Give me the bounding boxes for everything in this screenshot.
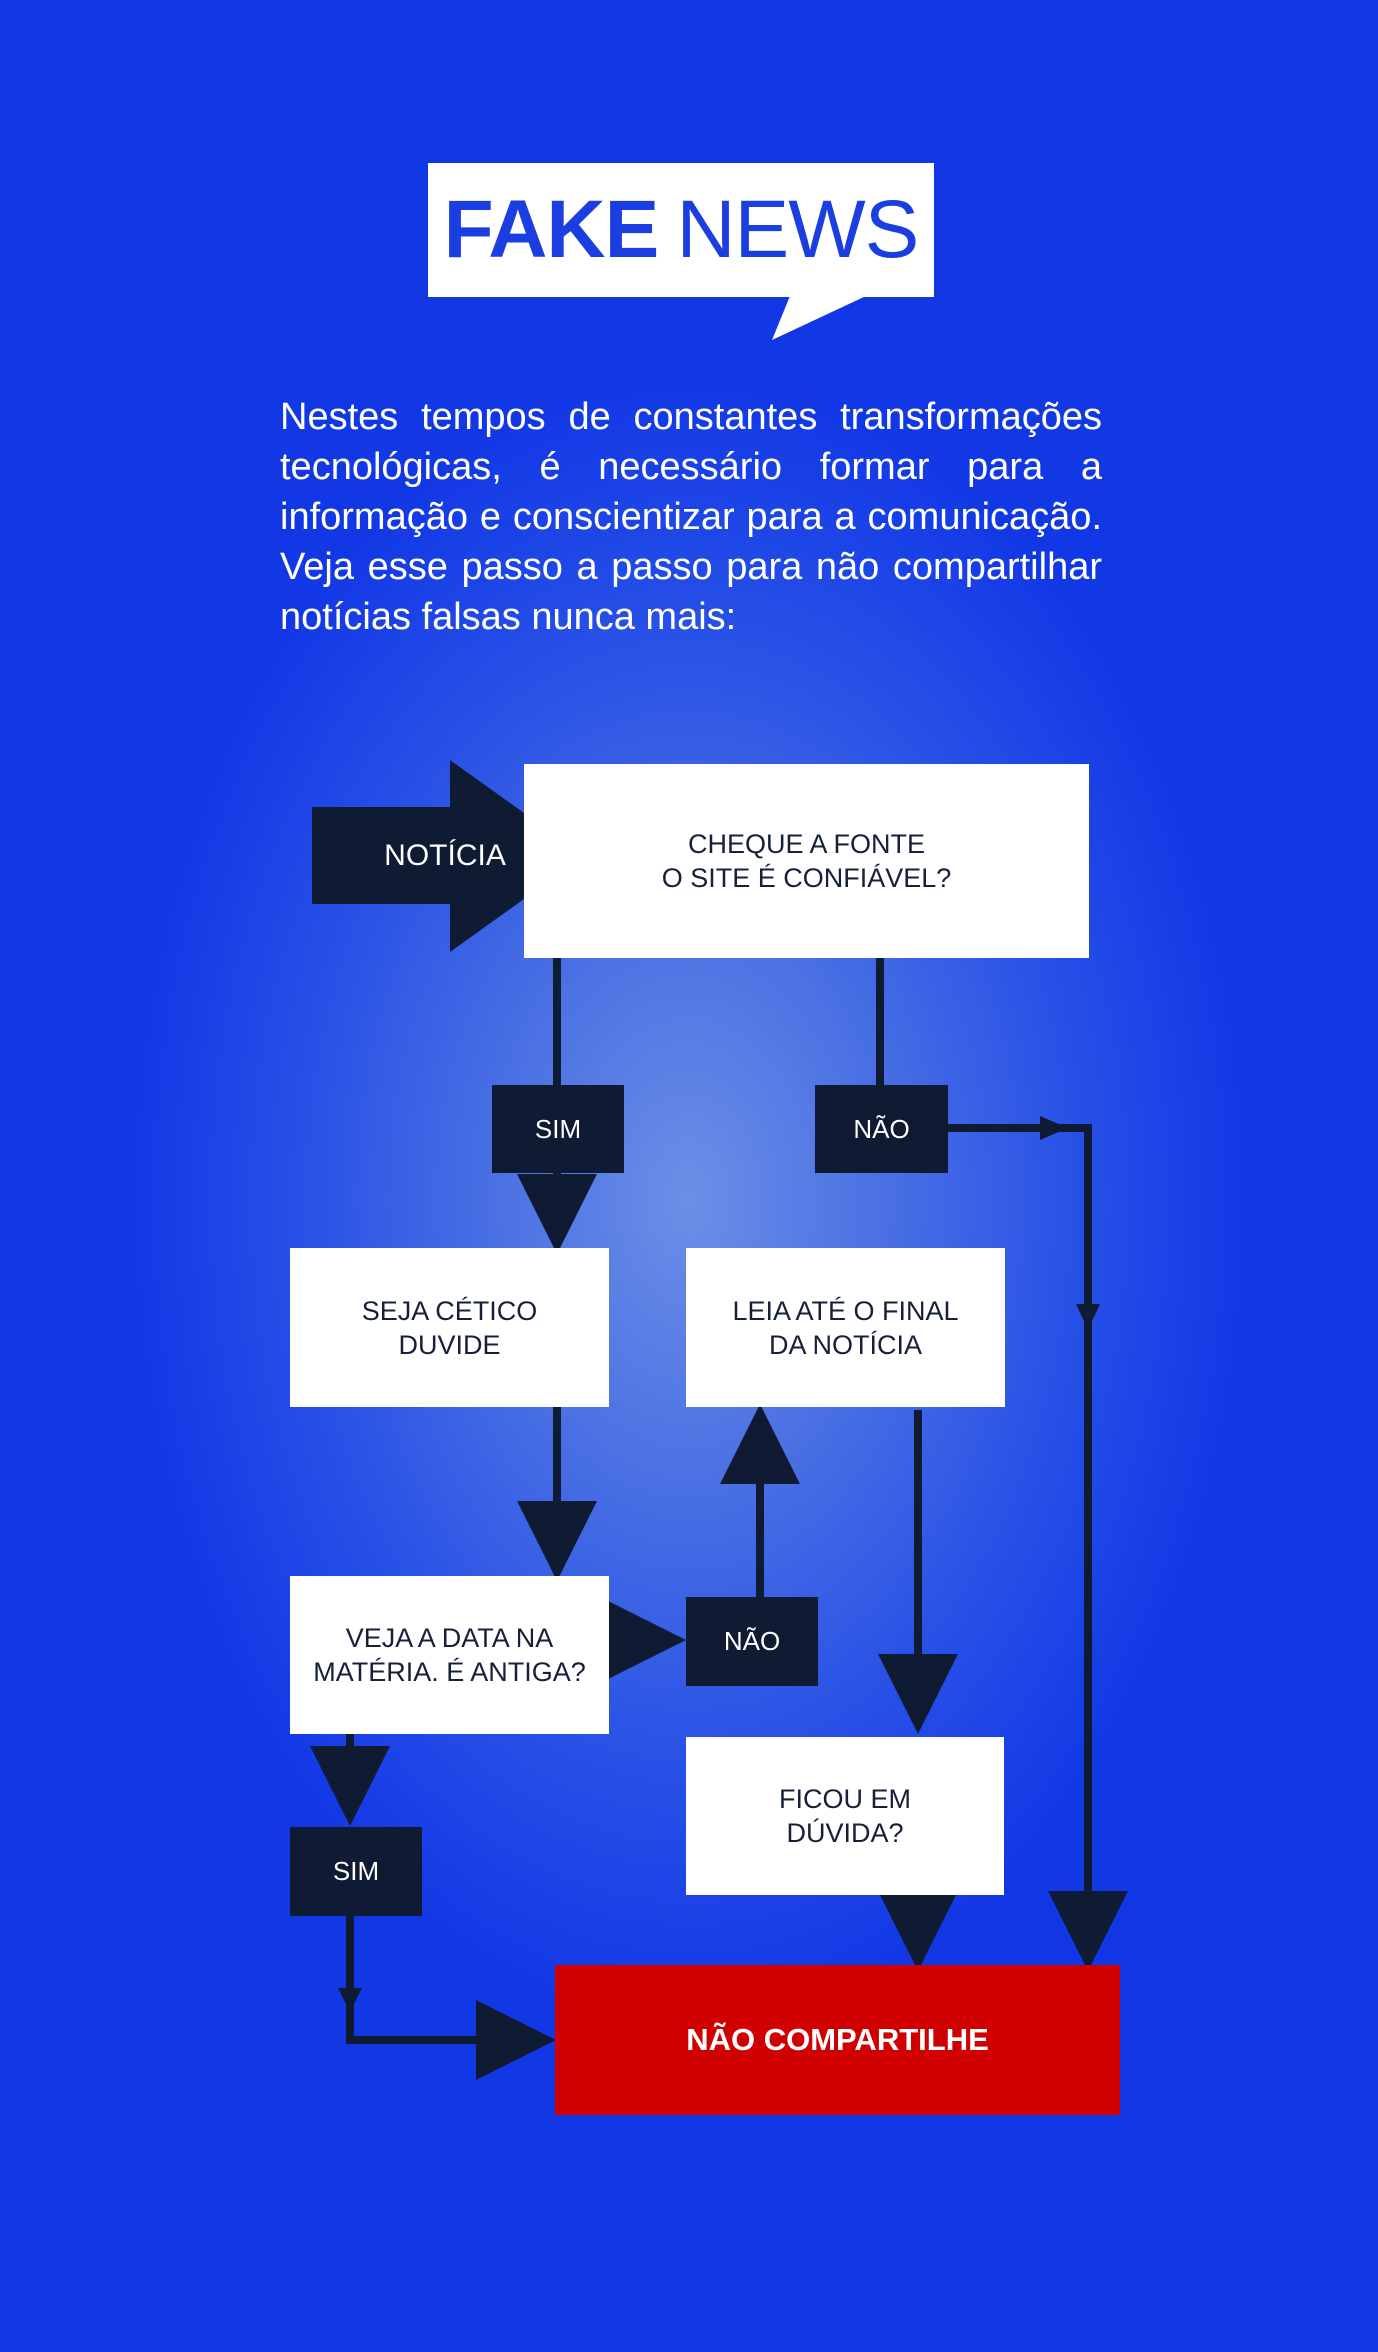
- start-arrow-shape: [312, 760, 584, 952]
- connector-sim-to-final: [346, 1915, 556, 2080]
- node-nao-1: NÃO: [815, 1085, 948, 1173]
- node-check-source: CHEQUE A FONTE O SITE É CONFIÁVEL?: [524, 764, 1089, 958]
- title-fake: FAKE: [443, 184, 660, 275]
- speech-bubble-tail: [772, 296, 866, 340]
- rail-arrowhead-right: [1040, 1116, 1068, 1140]
- intro-paragraph: Nestes tempos de constantes transformaçõ…: [280, 396, 1102, 638]
- node-skeptic: SEJA CÉTICO DUVIDE: [290, 1248, 609, 1407]
- title-news: NEWS: [676, 184, 919, 275]
- node-final-do-not-share: NÃO COMPARTILHE: [555, 1965, 1120, 2115]
- node-read-full: LEIA ATÉ O FINAL DA NOTÍCIA: [686, 1248, 1005, 1407]
- node-sim-2: SIM: [290, 1827, 422, 1916]
- node-nao-2: NÃO: [686, 1597, 818, 1686]
- start-label: NOTÍCIA: [384, 839, 506, 872]
- node-sim-1: SIM: [492, 1085, 624, 1173]
- title-speech-bubble: FAKE NEWS: [428, 163, 934, 297]
- node-check-date: VEJA A DATA NA MATÉRIA. É ANTIGA?: [290, 1576, 609, 1734]
- rail-arrowhead-down: [1076, 1304, 1100, 1330]
- node-doubt: FICOU EM DÚVIDA?: [686, 1737, 1004, 1895]
- sim-arrowhead-down: [338, 1988, 362, 2012]
